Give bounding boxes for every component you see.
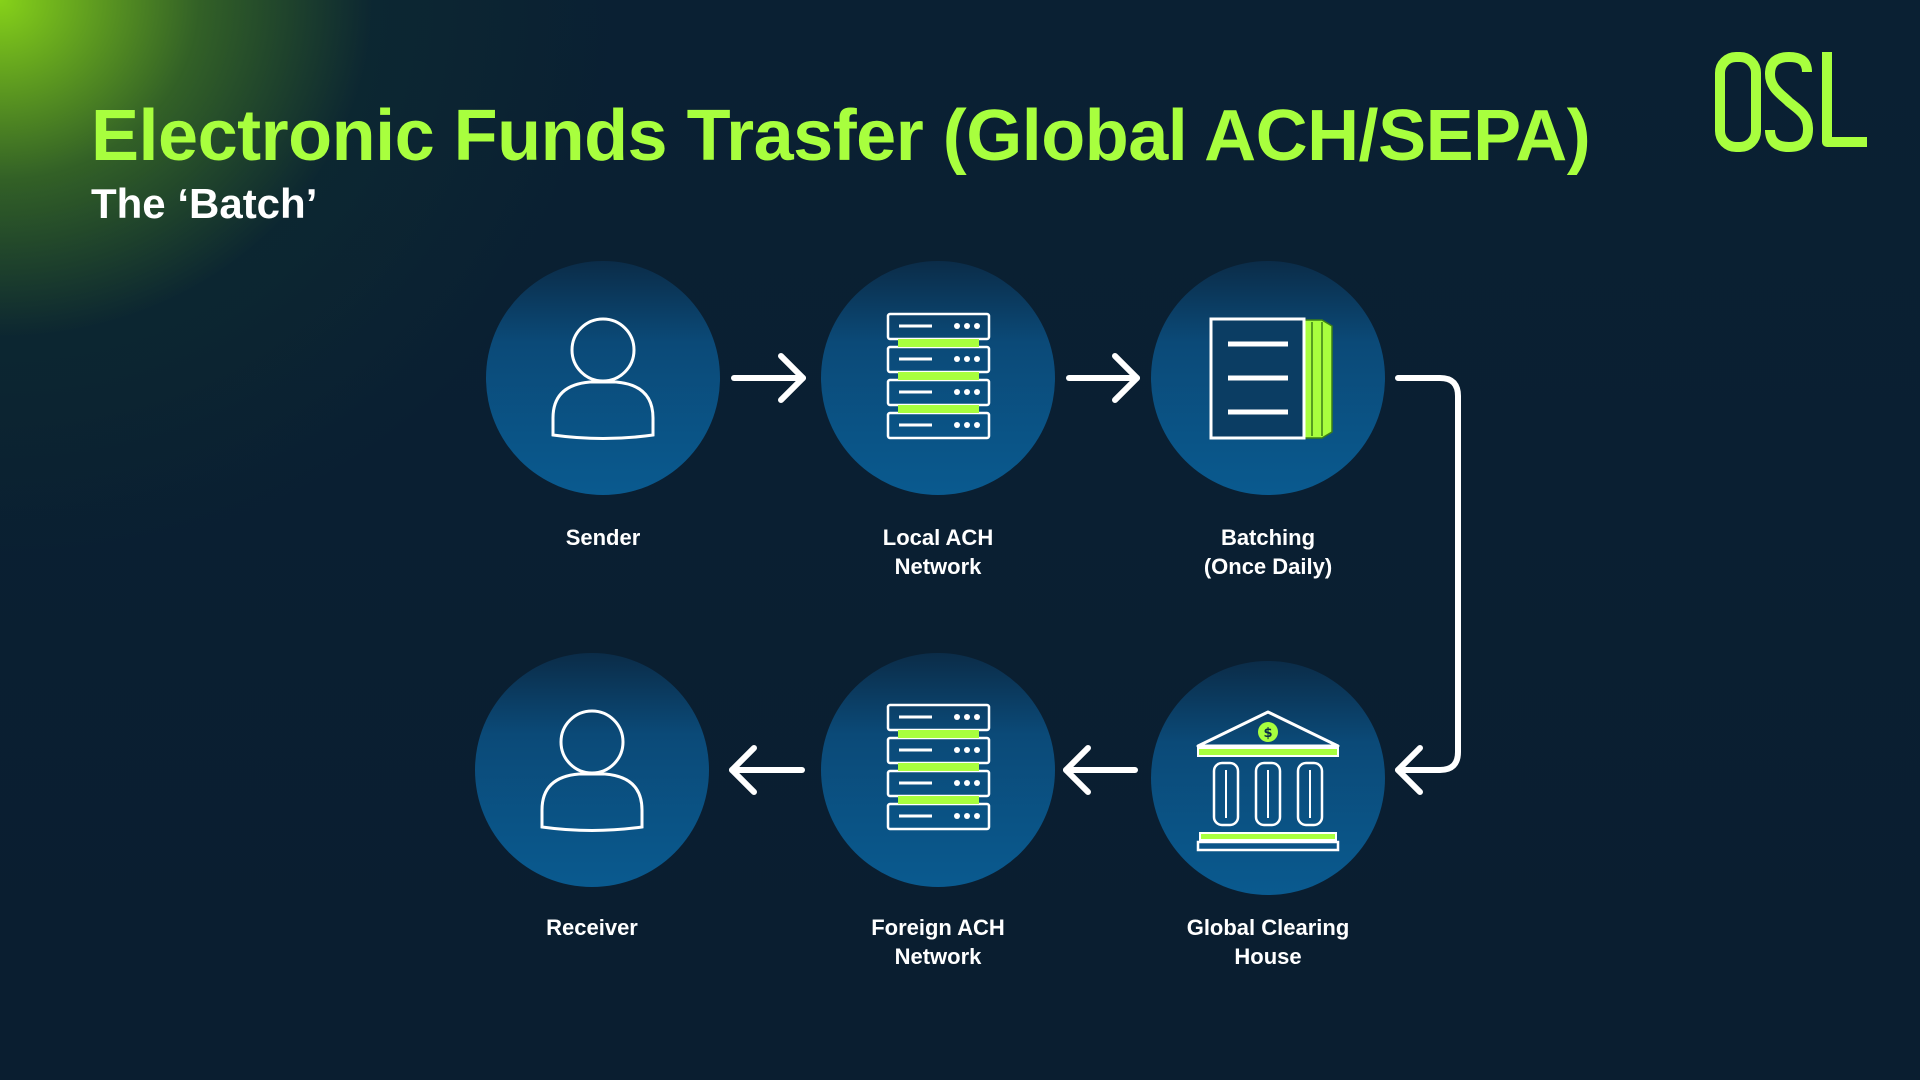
user-icon [540, 709, 644, 832]
svg-text:$: $ [1263, 726, 1272, 741]
node-label-global-clearing: Global Clearing House [1186, 915, 1350, 969]
node-circle-sender [486, 261, 720, 495]
arrow-batching-to-global-clearing [1395, 375, 1461, 795]
arrow-sender-to-local-ach [731, 353, 806, 403]
user-icon [551, 317, 655, 440]
page-title: Electronic Funds Trasfer (Global ACH/SEP… [91, 96, 1591, 176]
server-icon [886, 703, 991, 831]
osl-logo [1715, 52, 1867, 152]
node-label-foreign-ach: Foreign ACH Network [871, 915, 1005, 969]
node-label-receiver: Receiver [546, 915, 638, 940]
arrow-local-ach-to-batching [1066, 353, 1140, 403]
document-stack-icon [1209, 317, 1333, 440]
node-label-sender: Sender [565, 525, 641, 550]
bank-icon: $ [1196, 710, 1340, 852]
arrow-global-clearing-to-foreign-ach [1063, 745, 1138, 795]
page-subtitle: The ‘Batch’ [91, 180, 318, 227]
node-label-local-ach: Local ACH Network [882, 525, 994, 579]
node-label-batching: Batching (Once Daily) [1203, 525, 1333, 579]
arrow-foreign-ach-to-receiver [729, 745, 805, 795]
server-icon [886, 312, 991, 440]
node-circle-receiver [475, 653, 709, 887]
